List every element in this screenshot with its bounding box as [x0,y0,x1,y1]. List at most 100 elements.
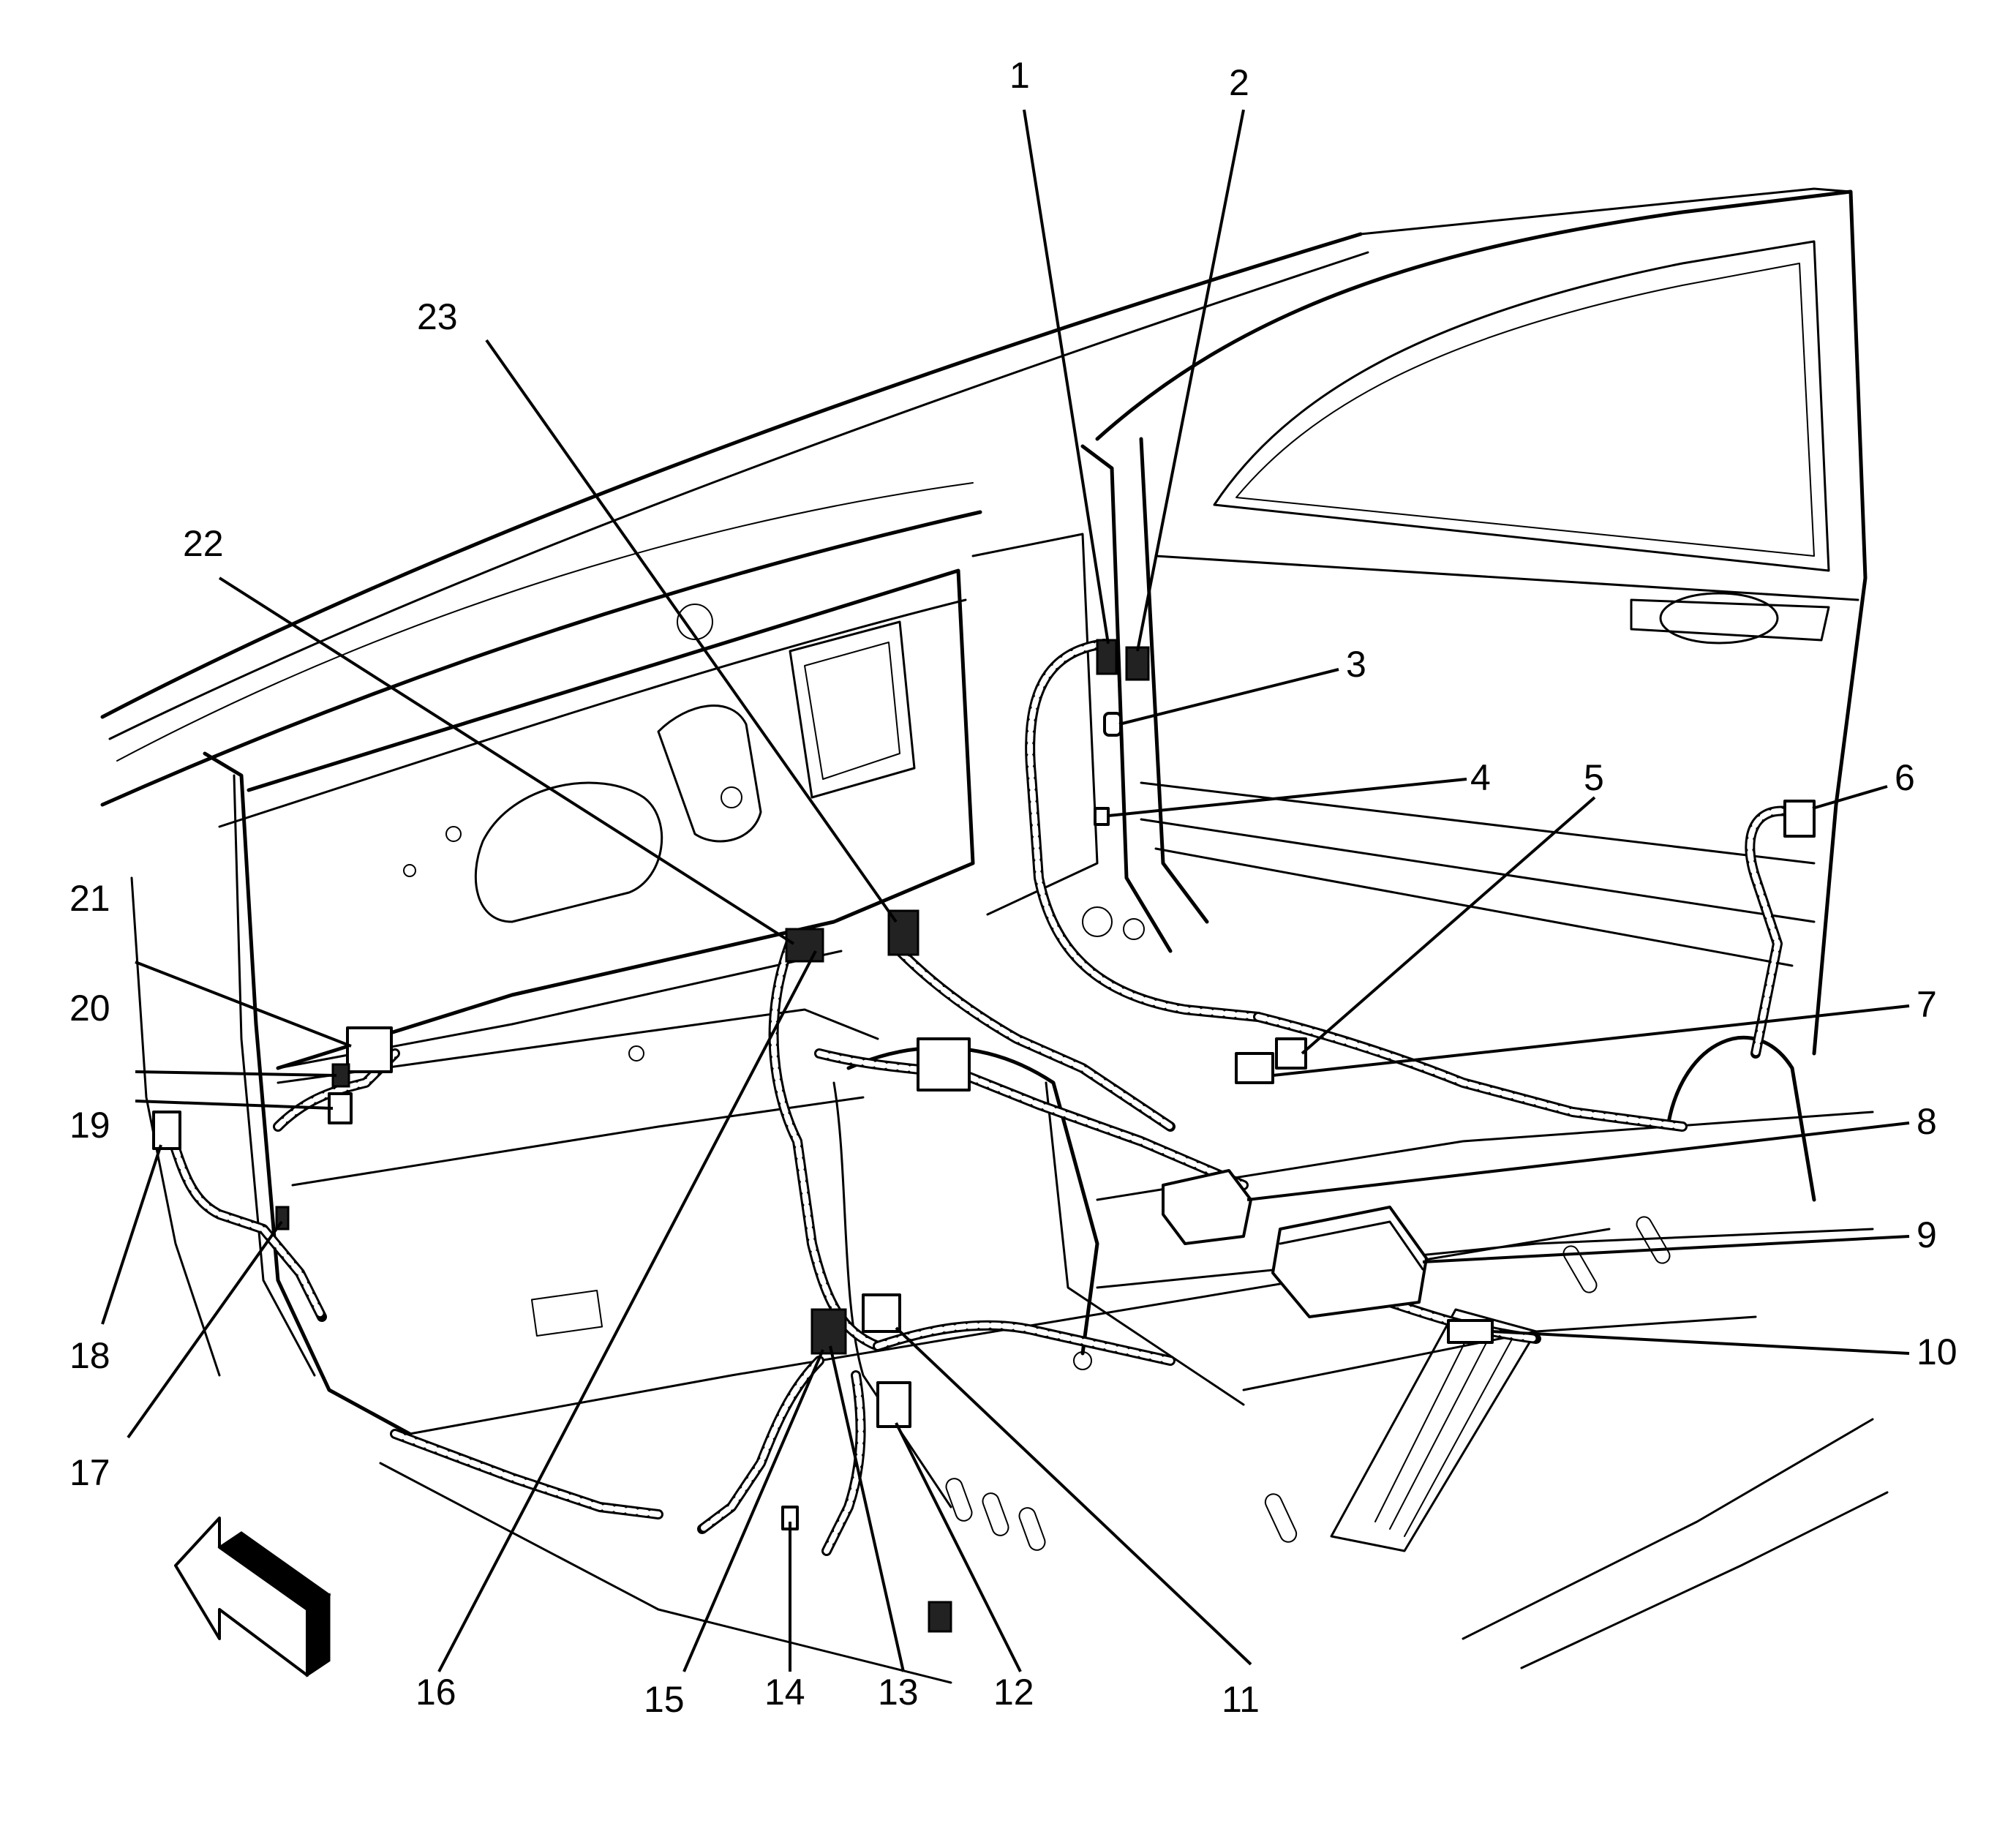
seat-belt-strap [1330,1308,1538,1552]
door-window-inner [1235,263,1815,557]
leader-20 [135,1070,337,1077]
leader-11 [895,1326,1252,1666]
rear-right-rail [1462,1418,1874,1640]
leader-1 [1023,109,1110,645]
callout-13: 13 [878,1672,919,1713]
left-a-pillar-outer [203,751,412,1436]
harness-components [152,639,1816,1633]
callout-11: 11 [1222,1679,1260,1720]
callout-21: 21 [69,878,110,919]
floor-rear-seam [1096,1228,1874,1289]
center-tunnel-top [832,1081,952,1508]
leader-6 [1812,785,1888,810]
leader-17 [127,1220,283,1439]
callout-labels: 1 2 3 4 5 6 7 8 9 10 11 12 13 14 15 16 1… [69,55,1957,1720]
connector-11 [862,1293,901,1333]
rear-wheelhouse [1666,1036,1816,1202]
callout-17: 17 [69,1452,110,1493]
leader-4 [1107,778,1467,817]
leader-2 [1136,109,1245,652]
leader-19 [135,1100,334,1110]
body-holes [403,604,1145,1370]
sensor-8 [1162,1169,1252,1245]
left-body-side [130,876,221,1377]
connector-18 [152,1111,181,1150]
leader-7 [1272,1004,1910,1077]
callout-2: 2 [1229,62,1249,103]
firewall-panel [247,568,975,1070]
rear-right-rail-lower [1520,1491,1889,1669]
floor-pan-front [277,1008,879,1084]
door-frame-outer [1095,189,1868,1056]
b-pillar-front [1080,444,1173,953]
control-module-9 [1271,1206,1428,1318]
connector-16 [917,1037,971,1092]
harness-cross-tunnel [814,1048,1249,1190]
retainer-3 [1103,712,1122,737]
front-direction-arrow-icon [174,1517,331,1677]
callout-14: 14 [764,1672,805,1713]
door-sill-line [1140,818,1816,923]
leader-16 [437,950,817,1672]
seat-belt-strap-detail [1374,1331,1515,1537]
leader-18 [101,1144,162,1325]
callout-12: 12 [993,1672,1034,1713]
connector-b-pillar-2 [1125,646,1150,681]
leader-3 [1118,668,1339,726]
callout-6: 6 [1895,757,1915,798]
callout-16: 16 [415,1672,456,1713]
leader-12 [895,1422,1022,1672]
callout-23: 23 [417,296,458,337]
roof-line [1359,187,1852,236]
clip-13 [928,1601,952,1633]
callout-1: 1 [1009,55,1030,96]
floor-pan-left [291,1096,865,1187]
firewall-opening [789,620,916,799]
wiring-harness [163,639,1797,1556]
b-pillar-rear [1139,437,1209,924]
callout-5: 5 [1584,757,1604,798]
leader-8 [1246,1121,1910,1201]
leader-15 [682,1349,824,1672]
connector-6 [1783,800,1816,838]
door-handle [1659,592,1779,645]
callout-4: 4 [1470,757,1491,798]
callout-10: 10 [1917,1331,1957,1372]
callout-3: 3 [1346,644,1366,685]
callout-7: 7 [1917,984,1937,1025]
leader-5 [1301,796,1596,1055]
clip-4 [1094,807,1110,826]
center-tunnel-side [1045,1081,1245,1406]
door-handle-bezel [1630,598,1830,642]
firewall-bump-2 [657,705,762,843]
leader-21 [135,961,352,1048]
windshield-upper-edge [100,232,1363,719]
door-belt-line [1154,555,1859,601]
leader-10 [1492,1330,1910,1355]
callout-9: 9 [1917,1214,1937,1255]
firewall-opening-inner [804,642,900,780]
leader-9 [1422,1235,1910,1263]
connector-12 [876,1381,911,1428]
firewall-bump-1 [474,781,663,923]
door-bottom-edge [1154,847,1794,967]
leader-13 [829,1345,905,1672]
connector-7 [1235,1052,1274,1084]
callout-15: 15 [644,1679,685,1720]
connector-10 [1447,1319,1494,1344]
left-a-pillar-inner [233,774,316,1377]
callout-18: 18 [69,1335,110,1376]
callout-8: 8 [1917,1101,1937,1142]
door-window-opening [1213,240,1830,572]
door-lower-line [1140,781,1816,865]
connector-21 [346,1026,393,1073]
callout-22: 22 [183,523,224,564]
callout-20: 20 [69,988,110,1029]
windshield-lower-edge [108,251,1369,740]
callout-19: 19 [69,1105,110,1146]
leader-lines [101,109,1910,1672]
windshield-inner-edge [116,482,974,762]
leader-22 [218,576,795,945]
connector-b-pillar-1 [1096,639,1118,675]
